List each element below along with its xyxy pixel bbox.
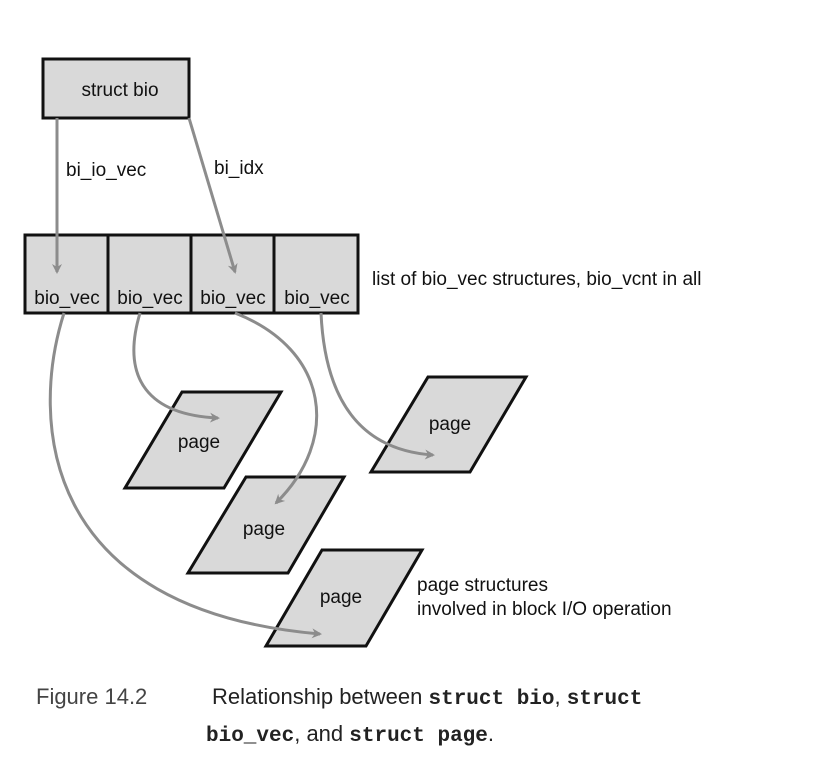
page-label: page (320, 587, 362, 608)
page-label: page (178, 432, 220, 453)
caption-code: struct bio (428, 688, 555, 711)
figure-caption: Figure 14.2 Relationship between struct b… (36, 680, 796, 754)
bio-vec-label: bio_vec (117, 288, 183, 309)
bio-vec-cell: bio_vec (106, 233, 193, 315)
bio-vec-cell: bio_vec (23, 233, 110, 315)
caption-text: . (487, 721, 495, 746)
page-1: page (122, 390, 284, 490)
bio-vec-list-note: list of bio_vec structures, bio_vcnt in … (372, 269, 702, 290)
page-label: page (243, 519, 285, 540)
page-note-line2: involved in block I/O operation (417, 599, 672, 620)
page-label: page (429, 414, 471, 435)
bio-vec-label: bio_vec (34, 288, 100, 309)
bi-idx-label: bi_idx (214, 158, 264, 179)
caption-text: , (554, 684, 567, 709)
bio-vec-2-page-arrow (132, 312, 220, 423)
bio-vec-cell: bio_vec (189, 233, 276, 315)
bi-io-vec-label: bi_io_vec (66, 160, 146, 181)
caption-code: bio_vec (206, 725, 295, 748)
page-2: page (368, 375, 529, 474)
bio-vec-1-page-arrow (48, 312, 322, 639)
bi-idx-arrow (187, 117, 238, 274)
bio-vec-3-page-arrow (234, 311, 319, 505)
bio-vec-cell: bio_vec (272, 233, 360, 315)
page-3: page (185, 475, 347, 575)
bio-vec-array: bio_vec bio_vec bio_vec bio_vec (23, 233, 360, 315)
bio-vec-label: bio_vec (200, 288, 266, 309)
caption-code: struct page (349, 725, 488, 748)
page-note-line1: page structures (417, 575, 548, 596)
struct-bio-box: struct bio (41, 57, 191, 120)
caption-text: Relationship between (212, 684, 429, 709)
bio-vec-label: bio_vec (284, 288, 350, 309)
figure-number: Figure 14.2 (36, 684, 148, 709)
caption-code: struct (566, 688, 643, 711)
caption-text: , and (294, 721, 350, 746)
struct-bio-label: struct bio (81, 80, 158, 101)
bio-diagram: struct bio bio_vec bio_vec bio_vec bio_v… (23, 57, 702, 648)
bio-vec-4-page-arrow (319, 312, 435, 460)
page-4: page (263, 548, 425, 648)
